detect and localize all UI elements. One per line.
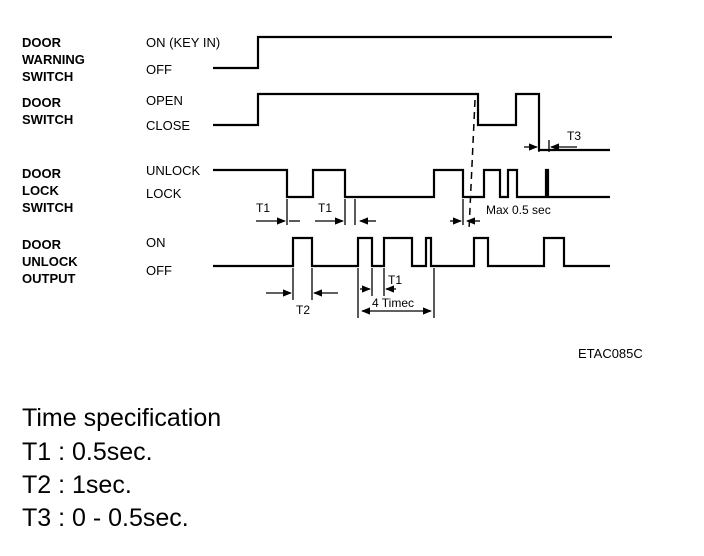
door-warning-switch-waveform <box>213 35 612 70</box>
door-switch-label: DOOR SWITCH <box>22 95 74 127</box>
t1-label-b: T1 <box>318 201 333 215</box>
door-warning-on-state: ON (KEY IN) <box>146 35 221 50</box>
spec-t2: T2 : 1sec. <box>22 471 132 499</box>
door-switch-open-state: OPEN <box>146 93 183 108</box>
spec-t1: T1 : 0.5sec. <box>22 438 153 466</box>
door-lock-switch-waveform <box>213 168 610 199</box>
t2-label: T2 <box>296 303 311 317</box>
door-lock-switch-label: DOOR LOCK SWITCH <box>22 166 74 215</box>
door-warning-off-state: OFF <box>146 62 172 77</box>
spec-t3: T3 : 0 - 0.5sec. <box>22 504 189 532</box>
door-unlock-off-state: OFF <box>146 263 172 278</box>
door-unlock-on-state: ON <box>146 235 166 250</box>
door-switch-close-state: CLOSE <box>146 118 191 133</box>
t1-label-c: T1 <box>388 273 403 287</box>
max-time-label: Max 0.5 sec <box>486 203 551 217</box>
door-lock-lock-state: LOCK <box>146 186 182 201</box>
t1-label-a: T1 <box>256 201 271 215</box>
door-unlock-output-waveform <box>213 236 610 268</box>
door-switch-waveform <box>213 92 610 152</box>
door-warning-switch-label: DOOR WARNING SWITCH <box>22 35 85 84</box>
dashed-guides <box>468 99 476 231</box>
four-times-label: 4 Timec <box>372 296 415 310</box>
figure-code: ETAC085C <box>578 346 643 361</box>
t3-label: T3 <box>567 129 582 143</box>
door-lock-unlock-state: UNLOCK <box>146 163 201 178</box>
spec-title: Time specification <box>22 404 222 432</box>
timing-markers <box>256 140 577 318</box>
door-unlock-output-label: DOOR UNLOCK OUTPUT <box>22 237 78 286</box>
